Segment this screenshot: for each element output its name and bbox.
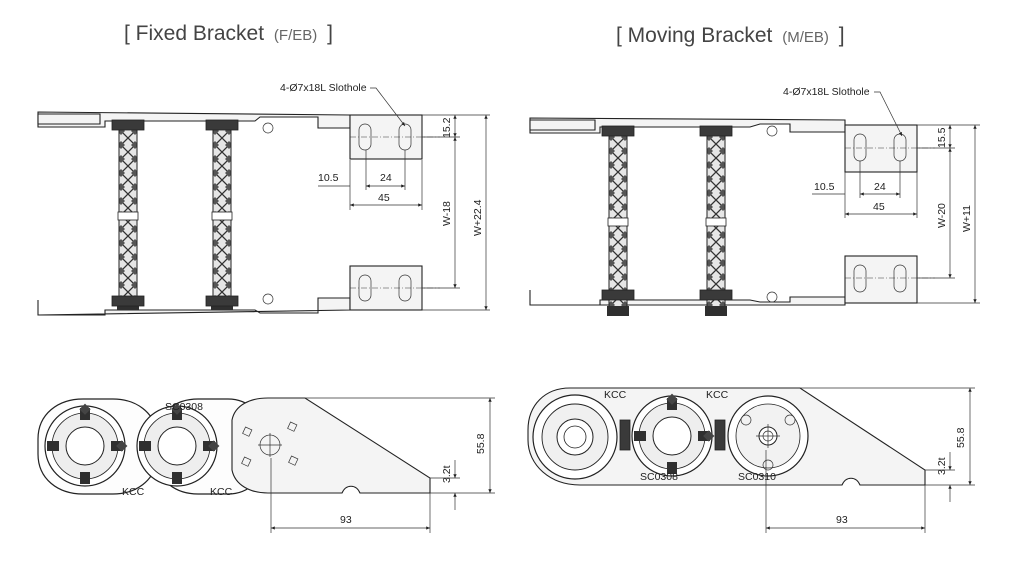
fixed-top-dimensions: 4-Ø7x18L Slothole 10.5 24 45 15.2 W-18 W… xyxy=(280,82,490,311)
moving-top-dimensions: 4-Ø7x18L Slothole 10.5 24 45 15.5 W-20 W… xyxy=(783,86,980,304)
moving-side-dimensions: 55.8 3.2t 93 xyxy=(765,387,975,533)
svg-text:24: 24 xyxy=(874,181,886,193)
svg-text:15.5: 15.5 xyxy=(936,127,948,148)
moving-top-view xyxy=(529,117,935,317)
svg-text:KCC: KCC xyxy=(604,389,627,401)
svg-text:KCC: KCC xyxy=(122,486,145,498)
svg-text:15.2: 15.2 xyxy=(441,117,453,138)
svg-text:[ Moving Bracket (M/EB): [ Moving Bracket (M/EB) ] xyxy=(616,24,845,47)
moving-slothole-label: 4-Ø7x18L Slothole xyxy=(783,86,870,98)
svg-text:93: 93 xyxy=(340,514,352,526)
svg-text:W-20: W-20 xyxy=(936,203,948,228)
fixed-top-view xyxy=(37,111,440,316)
fixed-side-dimensions: 55.8 3.2t 93 xyxy=(270,397,495,533)
svg-text:3.2t: 3.2t xyxy=(441,465,453,483)
svg-text:[ Fixed Bracket (F/EB): [ Fixed Bracket (F/EB) ] xyxy=(124,22,333,45)
svg-text:45: 45 xyxy=(873,201,885,213)
svg-text:SC0308: SC0308 xyxy=(165,401,203,413)
svg-text:93: 93 xyxy=(836,514,848,526)
svg-text:W-18: W-18 xyxy=(441,201,453,226)
fixed-bracket-title: [ Fixed Bracket (F/EB) ] xyxy=(124,22,333,45)
svg-text:10.5: 10.5 xyxy=(814,181,835,193)
svg-text:10.5: 10.5 xyxy=(318,172,339,184)
svg-text:45: 45 xyxy=(378,192,390,204)
fixed-side-view: SC0308 KCC KCC xyxy=(37,397,431,498)
svg-text:SC0310: SC0310 xyxy=(738,471,776,483)
svg-text:55.8: 55.8 xyxy=(955,427,967,448)
svg-text:SC0308: SC0308 xyxy=(640,471,678,483)
svg-text:55.8: 55.8 xyxy=(475,433,487,454)
moving-side-view: KCC KCC SC0308 SC0310 xyxy=(527,387,926,486)
svg-text:KCC: KCC xyxy=(210,486,233,498)
svg-text:KCC: KCC xyxy=(706,389,729,401)
svg-text:W+11: W+11 xyxy=(961,205,973,232)
moving-bracket-title: [ Moving Bracket (M/EB) ] xyxy=(616,24,845,47)
svg-text:3.2t: 3.2t xyxy=(936,457,948,475)
svg-text:W+22.4: W+22.4 xyxy=(472,199,484,236)
fixed-slothole-label: 4-Ø7x18L Slothole xyxy=(280,82,367,94)
svg-text:24: 24 xyxy=(380,172,392,184)
